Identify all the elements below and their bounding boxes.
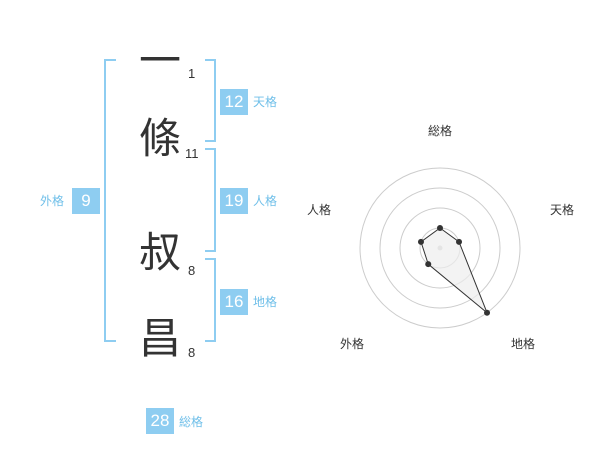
stroke-count-4: 8	[188, 345, 196, 360]
radar-ring-3	[379, 187, 501, 309]
soukaku-value: 28	[146, 408, 174, 434]
gaikaku-value: 9	[72, 188, 100, 214]
name-char-1: 一	[138, 36, 181, 85]
tenkaku-bracket	[205, 59, 216, 142]
name-char-2: 條	[138, 114, 181, 163]
radar-point-4	[425, 261, 432, 268]
tenkaku-value: 12	[220, 89, 248, 115]
stroke-count-2: 11	[185, 146, 199, 161]
chikaku-label: 地格	[253, 295, 278, 309]
radar-point-2	[456, 238, 463, 245]
jinkaku-value: 19	[220, 188, 248, 214]
radar-ring-2	[399, 207, 481, 289]
radar-series-shape	[420, 227, 488, 314]
name-char-3: 叔	[138, 228, 181, 277]
gaikaku-bracket	[104, 59, 116, 342]
gaikaku-label: 外格	[40, 194, 65, 208]
name-char-4: 昌	[138, 314, 181, 363]
tenkaku-label: 天格	[253, 95, 278, 109]
radar-point-1	[437, 225, 443, 231]
radar-axis-label-soukaku: 総格	[428, 124, 453, 138]
radar-axis-label-gaikaku: 外格	[340, 337, 365, 351]
soukaku-label: 総格	[179, 415, 204, 429]
radar-point-5	[417, 238, 424, 245]
chikaku-value: 16	[220, 289, 248, 315]
stroke-count-3: 8	[188, 263, 196, 278]
radar-chart	[359, 167, 521, 329]
stroke-count-1: 1	[188, 66, 196, 81]
radar-axis-label-chikaku: 地格	[511, 337, 536, 351]
chikaku-bracket	[205, 258, 216, 342]
jinkaku-label: 人格	[253, 194, 278, 208]
radar-ring-4	[359, 167, 521, 329]
radar-axis-label-jinkaku: 人格	[307, 203, 332, 217]
radar-axis-label-tenkaku: 天格	[550, 203, 575, 217]
jinkaku-bracket	[205, 148, 216, 252]
radar-point-3	[484, 309, 491, 316]
